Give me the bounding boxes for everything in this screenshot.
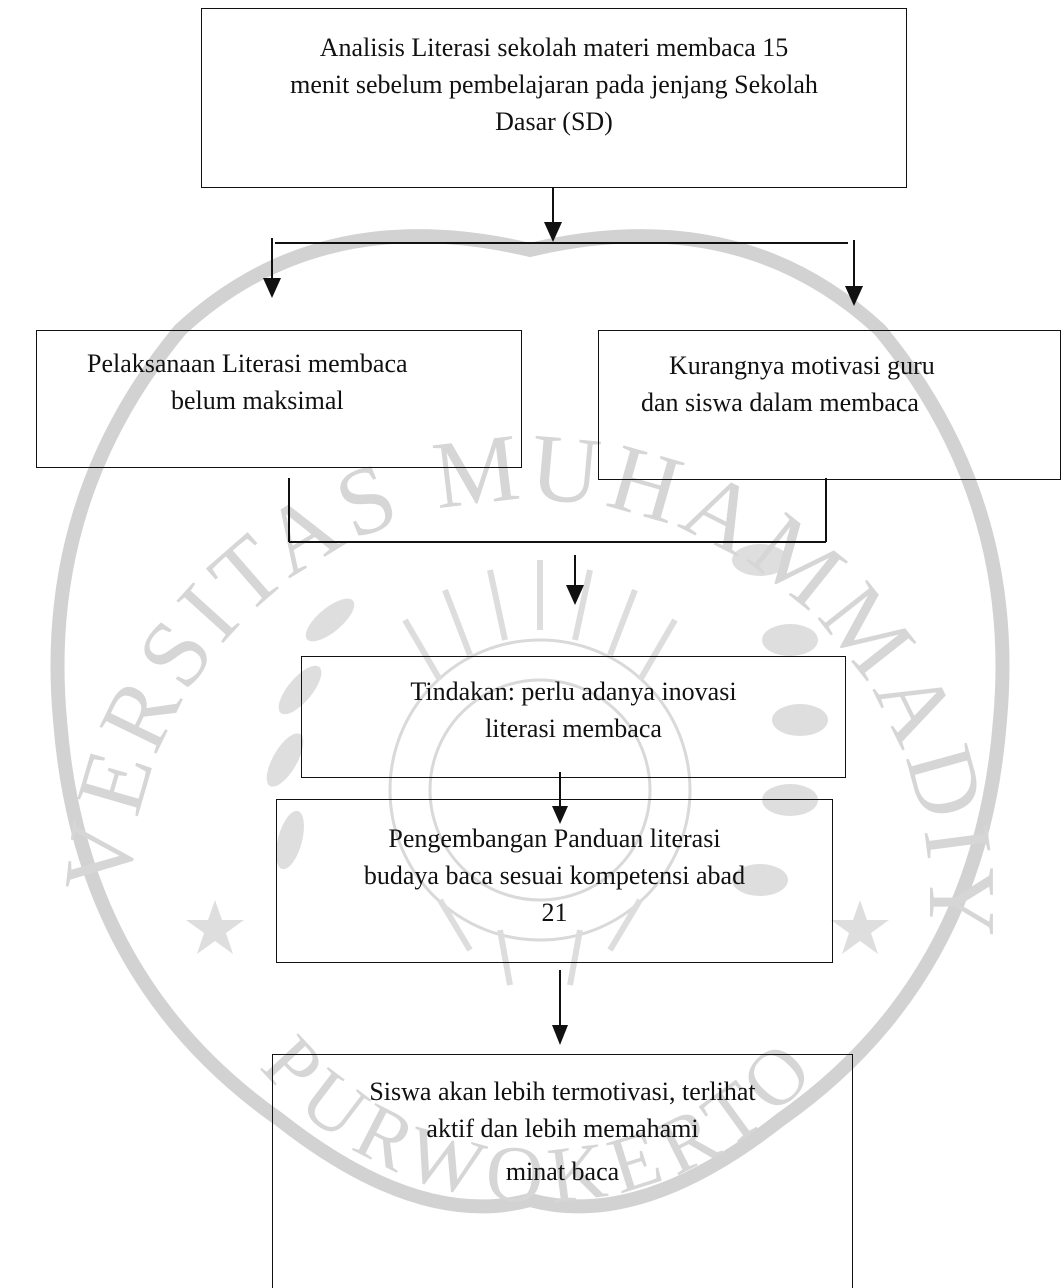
action-box: Tindakan: perlu adanya inovasi literasi …	[301, 656, 846, 778]
outcome-box-line-2: aktif dan lebih memahami	[426, 1114, 699, 1143]
motivation-box-line-1: Kurangnya motivasi guru	[669, 351, 935, 380]
motivation-box: Kurangnya motivasi guru dan siswa dalam …	[598, 330, 1061, 480]
motivation-box-line-2: dan siswa dalam membaca	[641, 388, 919, 417]
development-box-line-2: budaya baca sesuai kompetensi abad	[363, 861, 746, 890]
outcome-box: Siswa akan lebih termotivasi, terlihat a…	[272, 1054, 853, 1288]
implementation-box: Pelaksanaan Literasi membaca belum maksi…	[36, 330, 522, 468]
arrowhead-development	[552, 806, 568, 824]
outcome-box-line-3: minat baca	[505, 1157, 620, 1186]
analysis-box: Analisis Literasi sekolah materi membaca…	[201, 8, 907, 188]
arrowhead-action	[566, 585, 584, 605]
arrowhead-outcome	[552, 1025, 568, 1045]
outcome-box-line-1: Siswa akan lebih termotivasi, terlihat	[369, 1077, 756, 1106]
arrowhead-right-box	[845, 286, 863, 306]
development-box-line-3: 21	[541, 898, 568, 927]
arrowhead-left-box	[263, 278, 281, 298]
implementation-box-line-2: belum maksimal	[171, 386, 344, 415]
arrowhead-analysis	[544, 222, 562, 242]
development-box: Pengembangan Panduan literasi budaya bac…	[276, 799, 833, 963]
analysis-box-line-3: Dasar (SD)	[495, 107, 613, 136]
action-box-line-1: Tindakan: perlu adanya inovasi	[410, 677, 737, 706]
action-box-line-2: literasi membaca	[485, 714, 662, 743]
analysis-box-line-1: Analisis Literasi sekolah materi membaca…	[319, 33, 789, 62]
development-box-line-1: Pengembangan Panduan literasi	[388, 824, 721, 853]
analysis-box-line-2: menit sebelum pembelajaran pada jenjang …	[290, 70, 818, 99]
implementation-box-line-1: Pelaksanaan Literasi membaca	[87, 349, 408, 378]
